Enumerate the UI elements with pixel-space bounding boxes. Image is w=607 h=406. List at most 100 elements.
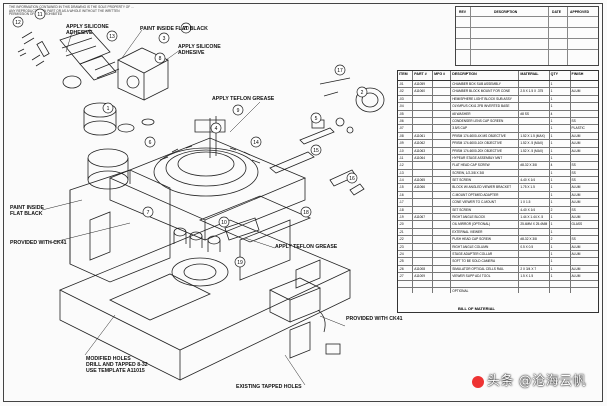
bom-cell-item: -19 bbox=[398, 214, 414, 221]
bom-cell-qty: 1 bbox=[550, 191, 571, 199]
lens-cylinders bbox=[83, 102, 155, 190]
bom-cell-mfg bbox=[433, 177, 452, 184]
item-balloon: 4 bbox=[210, 122, 222, 134]
bom-cell-description: EXTERNAL VIEWER bbox=[451, 228, 520, 236]
bom-cell-description: CONDENSER LENS CAP SCREEN bbox=[451, 117, 520, 125]
bom-cell-material: 2.5 X 1.5 X .375 bbox=[519, 88, 550, 95]
bom-cell-description: C-MOUNT OPTIMED ADAPTER bbox=[451, 191, 520, 199]
bom-cell-description: SIMULATOR OPTICAL CELLS RAIL bbox=[451, 265, 520, 273]
bom-cell-qty: 1 bbox=[550, 258, 571, 265]
item-balloon-label: 4 bbox=[215, 126, 218, 132]
bom-cell-description bbox=[451, 280, 520, 287]
callout-modified-holes: MODIFIED HOLES DRILL AND TAPPED 8-32 USE… bbox=[86, 356, 148, 374]
bom-cell-item: -11 bbox=[398, 154, 414, 162]
bom-cell-material bbox=[519, 95, 550, 103]
bom-cell-part: A11067 bbox=[413, 214, 434, 221]
item-balloon-label: 10 bbox=[221, 220, 227, 226]
bom-cell-item: -24 bbox=[398, 250, 414, 258]
bom-cell-description: RIGHT ANGLE COLUMN bbox=[451, 243, 520, 250]
bom-cell-item: -13 bbox=[398, 169, 414, 177]
bom-cell-finish bbox=[571, 155, 598, 161]
bom-cell-qty: 1 bbox=[550, 81, 571, 88]
bom-cell-qty: 1 bbox=[550, 169, 571, 177]
item-balloon-label: 15 bbox=[313, 148, 319, 154]
bom-cell-finish: ALUM bbox=[571, 89, 581, 94]
bom-cell-material bbox=[519, 250, 550, 258]
bom-cell-item: -22 bbox=[398, 236, 414, 243]
item-balloon-label: 20 bbox=[183, 26, 189, 32]
bom-cell-mfg bbox=[433, 221, 452, 228]
bom-cell-finish bbox=[571, 96, 598, 102]
bom-cell-description: VIEWER SUPP ADJ TOOL bbox=[451, 273, 520, 280]
bom-cell-item: -08 bbox=[398, 132, 414, 140]
bom-cell-material: 1.5 X 1.5 bbox=[519, 273, 550, 280]
bom-header-part: PART # bbox=[413, 71, 434, 80]
item-balloon-label: 5 bbox=[315, 116, 318, 122]
bom-cell-part: A11066 bbox=[413, 184, 434, 191]
bom-cell-item: -23 bbox=[398, 243, 414, 250]
item-balloon: 10 bbox=[218, 216, 230, 228]
bom-cell-qty: 1 bbox=[550, 221, 571, 228]
item-balloon: 19 bbox=[234, 256, 246, 268]
bom-cell-description: SCREW, 1/2-3/8 X 3/8 bbox=[451, 169, 520, 177]
callout-apply-teflon-2: APPLY TEFLON GREASE bbox=[275, 244, 338, 250]
bom-cell-item bbox=[398, 287, 414, 295]
bom-cell-mfg bbox=[433, 287, 452, 295]
rev-header-approved: APPROVED bbox=[570, 10, 590, 14]
bom-cell-mfg bbox=[433, 258, 452, 265]
bom-cell-qty: 1 bbox=[550, 243, 571, 250]
bom-header-qty: QTY bbox=[550, 71, 571, 80]
bom-row bbox=[398, 280, 598, 288]
bom-cell-material: #8 SS bbox=[519, 110, 550, 117]
leader-lines bbox=[41, 29, 346, 386]
bom-cell-finish bbox=[571, 81, 598, 87]
item-balloon-label: 8 bbox=[159, 56, 162, 62]
bom-cell-qty: 1 bbox=[550, 103, 571, 110]
bom-cell-material bbox=[519, 154, 550, 162]
bom-cell-qty: 1 bbox=[550, 199, 571, 206]
watermark-text: 头条 @沧海云帆 bbox=[487, 374, 587, 389]
bom-cell-mfg bbox=[433, 140, 452, 147]
bom-cell-part bbox=[413, 280, 434, 287]
bom-cell-part bbox=[413, 258, 434, 265]
bom-cell-material: #8-32 X 3/8 bbox=[519, 162, 550, 169]
bom-cell-description: OPTIONAL bbox=[451, 287, 520, 295]
bom-cell-finish: SS bbox=[571, 163, 576, 168]
bom-cell-finish: ALUM bbox=[571, 133, 581, 138]
bom-cell-part: A11059 bbox=[413, 81, 434, 88]
bom-cell-item: -06 bbox=[398, 117, 414, 125]
bom-header-mfg: MFG # bbox=[433, 71, 452, 80]
bom-cell-finish bbox=[571, 281, 598, 287]
bom-cell-qty: 1 bbox=[550, 95, 571, 103]
bom-cell-item: -12 bbox=[398, 162, 414, 169]
bom-cell-description: OLYMPUS CK41 2FB INVERTED BASE bbox=[451, 103, 520, 110]
bom-cell-mfg bbox=[433, 110, 452, 117]
bom-cell-description: CHAMBER BOX SUB ASSEMBLY bbox=[451, 81, 520, 88]
callout-apply-silicone-right: APPLY SILICONE ADHESIVE bbox=[178, 44, 221, 56]
bom-cell-part bbox=[413, 206, 434, 214]
bom-cell-part: A11065 bbox=[413, 177, 434, 184]
bom-cell-item: -25 bbox=[398, 258, 414, 265]
bom-cell-part bbox=[413, 243, 434, 250]
item-balloon: 16 bbox=[346, 172, 358, 184]
rev-header-rev: REV bbox=[459, 10, 466, 14]
bom-cell-mfg bbox=[433, 169, 452, 177]
bom-cell-finish: SS bbox=[571, 207, 576, 212]
item-balloon-label: 16 bbox=[349, 176, 355, 182]
bom-cell-finish bbox=[571, 258, 598, 264]
bom-cell-mfg bbox=[433, 206, 452, 214]
bom-cell-item bbox=[398, 280, 414, 287]
bom-cell-finish bbox=[571, 103, 598, 109]
